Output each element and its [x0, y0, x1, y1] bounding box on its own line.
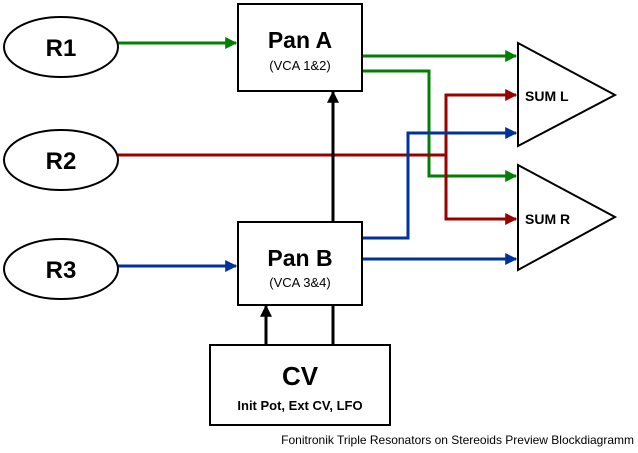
resonator-r1-label: R1 [46, 35, 77, 62]
cv-subtitle: Init Pot, Ext CV, LFO [237, 398, 362, 413]
diagram-caption: Fonitronik Triple Resonators on Stereoid… [281, 433, 634, 447]
wire-pan-b-to-sum-l [363, 127, 518, 240]
pan-b-block: Pan B (VCA 3&4) [237, 221, 363, 306]
pan-a-subtitle: (VCA 1&2) [269, 58, 330, 73]
pan-b-title: Pan B [267, 245, 332, 271]
resonator-r3: R3 [3, 238, 119, 300]
pan-b-subtitle: (VCA 3&4) [269, 275, 330, 290]
sum-r-label: SUM R [525, 211, 570, 227]
wire-pan-a-to-sum-r [363, 69, 518, 182]
wire-r2-to-sum-r [444, 155, 518, 225]
resonator-r3-label: R3 [46, 257, 77, 284]
cv-block: CV Init Pot, Ext CV, LFO [209, 344, 391, 426]
pan-a-block: Pan A (VCA 1&2) [237, 3, 363, 92]
cv-title: CV [282, 361, 319, 391]
resonator-r1: R1 [3, 16, 119, 78]
sum-l-amp: SUM L [517, 41, 618, 148]
sum-l-label: SUM L [525, 88, 569, 104]
wires [118, 37, 518, 344]
wire-r2-to-sum-l [444, 89, 518, 219]
resonator-r2: R2 [3, 129, 119, 191]
resonator-r2-label: R2 [46, 148, 77, 175]
pan-a-title: Pan A [268, 27, 332, 53]
sum-r-amp: SUM R [517, 163, 618, 272]
